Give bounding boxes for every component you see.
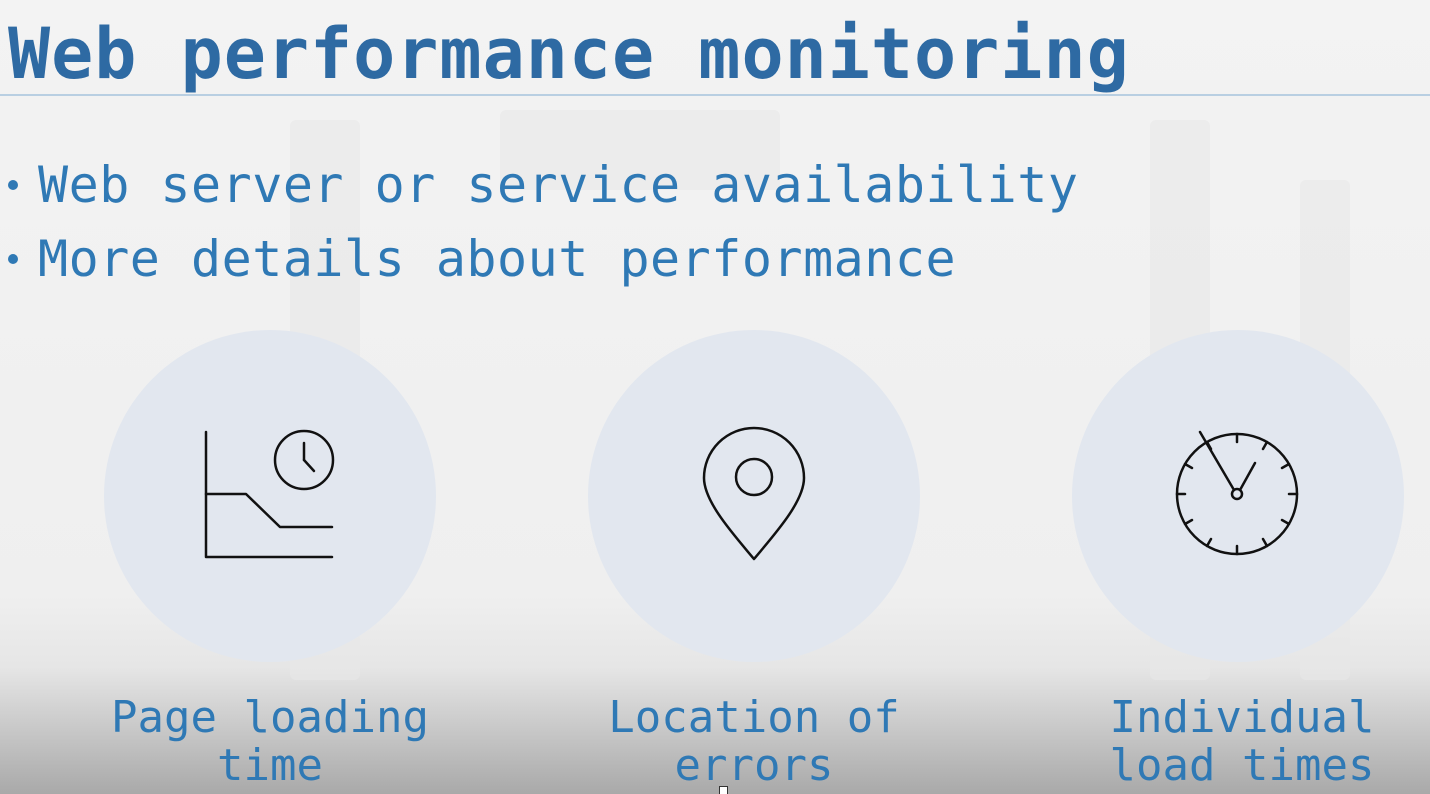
caption-line: Individual — [1109, 692, 1375, 743]
bullet-list: Web server or service availability More … — [8, 148, 1079, 296]
caption-line: time — [217, 740, 323, 791]
caption-line: load times — [1109, 740, 1375, 791]
bullet-dot — [8, 180, 18, 190]
stopwatch-icon — [1175, 430, 1299, 556]
feature-circle-page-loading — [104, 330, 436, 662]
stopwatch-tick — [1261, 440, 1269, 451]
mouse-cursor — [719, 786, 728, 794]
title-divider — [0, 94, 1430, 96]
bullet-item: More details about performance — [8, 222, 1079, 296]
stopwatch-tick — [1205, 537, 1213, 548]
caption-line: errors — [674, 740, 834, 791]
stopwatch-tick — [1280, 462, 1291, 470]
feature-circle-location — [588, 330, 920, 662]
bullet-dot — [8, 254, 18, 264]
chart-clock-icon — [204, 429, 335, 559]
stopwatch-tick — [1183, 462, 1194, 470]
stopwatch-tick — [1261, 537, 1269, 548]
location-pin-icon — [702, 426, 806, 561]
stopwatch-tick — [1183, 518, 1194, 526]
bullet-text: Web server or service availability — [38, 156, 1079, 214]
feature-caption-location: Location of errors — [574, 694, 934, 790]
stopwatch-tick — [1280, 518, 1291, 526]
bullet-text: More details about performance — [38, 230, 957, 288]
background-ghost-shape — [500, 110, 780, 190]
feature-caption-load-times: Individual load times — [1062, 694, 1422, 790]
feature-caption-page-loading: Page loading time — [90, 694, 450, 790]
slide-title: Web performance monitoring — [8, 13, 1130, 95]
stopwatch-tick — [1205, 440, 1213, 451]
bullet-item: Web server or service availability — [8, 148, 1079, 222]
caption-line: Page loading — [111, 692, 429, 743]
feature-circle-load-times — [1072, 330, 1404, 662]
caption-line: Location of — [608, 692, 900, 743]
